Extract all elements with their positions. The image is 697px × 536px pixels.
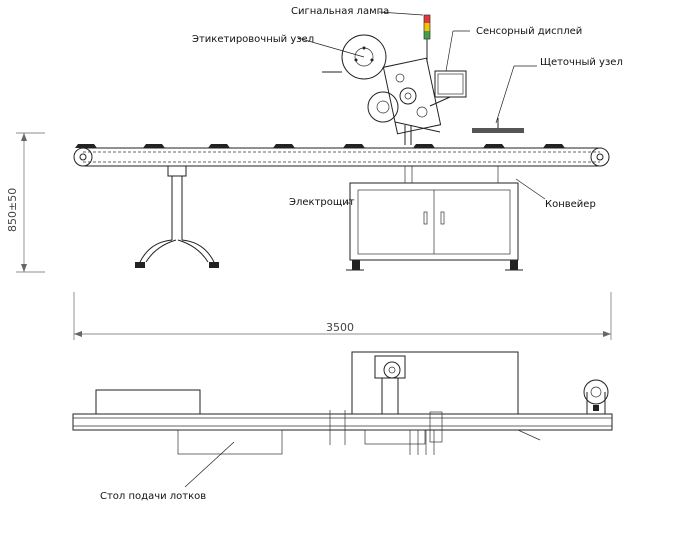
top-view <box>72 351 613 455</box>
touch-display-label: Сенсорный дисплей <box>476 26 582 37</box>
electrical-cabinet <box>346 166 523 271</box>
labeling-unit <box>322 34 442 145</box>
signal-lamp <box>423 14 431 62</box>
conveyor-guides <box>75 144 565 148</box>
left-support-stand <box>135 165 219 268</box>
conveyor-label: Конвейер <box>545 199 596 210</box>
brush-unit <box>472 118 524 133</box>
tray-feed-table-label: Стол подачи лотков <box>100 491 206 502</box>
brush-unit-label: Щеточный узел <box>540 57 623 68</box>
signal-lamp-label: Сигнальная лампа <box>291 6 389 17</box>
electrical-cabinet-label: Электрощит <box>289 197 355 208</box>
height-dimension: 850±50 <box>6 132 45 273</box>
length-dimension: 3500 <box>73 292 612 340</box>
leader-lines <box>297 11 546 204</box>
conveyor-belt <box>73 147 610 167</box>
touch-display <box>429 70 467 107</box>
length-dimension-text: 3500 <box>326 321 354 334</box>
labeling-unit-label: Этикетировочный узел <box>192 34 314 45</box>
tray-table-leader <box>184 441 235 488</box>
height-dimension-text: 850±50 <box>6 188 19 232</box>
